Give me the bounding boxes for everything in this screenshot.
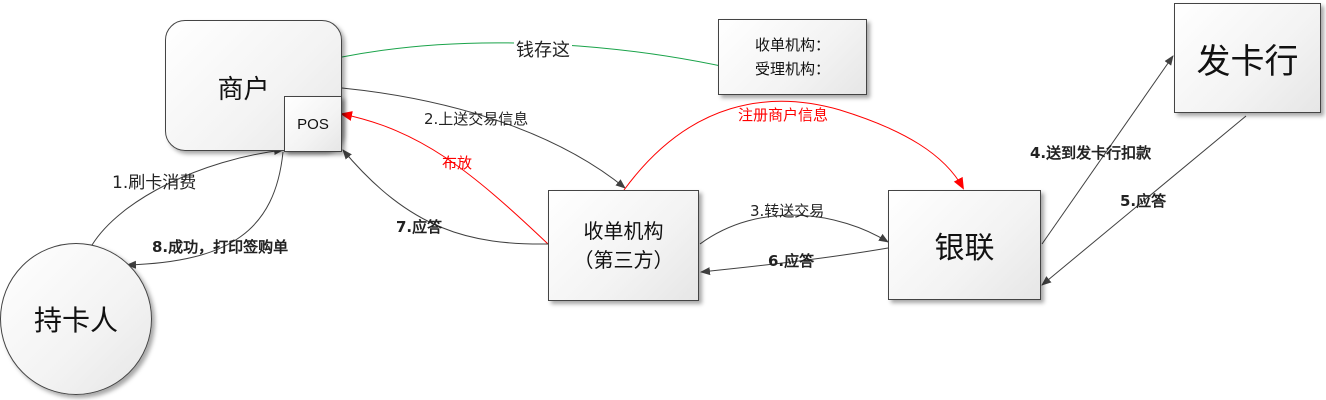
arrow-forward [699,214,889,245]
pos-label: POS [297,115,329,133]
label-money: 钱存这 [514,36,572,62]
label-success: 8.成功，打印签购单 [152,238,289,256]
acquirer-node: 收单机构 （第三方） [548,190,699,301]
institution-node: 收单机构： 受理机构： [718,19,867,95]
label-reply5: 5.应答 [1120,192,1167,210]
label-reply7: 7.应答 [396,218,443,236]
arrow-swipe [91,147,284,246]
institution-label-line2: 受理机构： [754,60,830,78]
cardholder-node: 持卡人 [0,243,152,395]
unionpay-label: 银联 [934,231,995,266]
arrow-deploy [340,111,549,245]
label-upload: 2.上送交易信息 [424,110,529,128]
acquirer-label-line1: 收单机构 [583,218,664,243]
arrow-register [623,100,964,191]
arrow-reply5 [1041,115,1247,286]
label-reply6: 6.应答 [768,252,815,270]
label-register: 注册商户信息 [738,106,829,124]
arrow-upload [341,87,626,189]
issuer-label: 发卡行 [1196,41,1299,82]
arrow-deduct [1041,55,1174,245]
pos-node: POS [284,96,342,152]
arrow-reply7 [342,149,549,245]
label-deduct: 4.送到发卡行扣款 [1030,144,1152,162]
label-swipe: 1.刷卡消费 [112,173,197,193]
arrow-reply6 [700,247,889,276]
arrow-success [126,151,284,269]
issuer-node: 发卡行 [1174,3,1321,113]
label-forward: 3.转送交易 [750,202,825,220]
institution-label-line1: 收单机构： [754,36,830,54]
merchant-label: 商户 [217,75,270,105]
cardholder-label: 持卡人 [33,304,118,337]
unionpay-node: 银联 [888,190,1041,300]
label-deploy: 布放 [442,154,473,172]
acquirer-label-line2: （第三方） [573,247,674,272]
